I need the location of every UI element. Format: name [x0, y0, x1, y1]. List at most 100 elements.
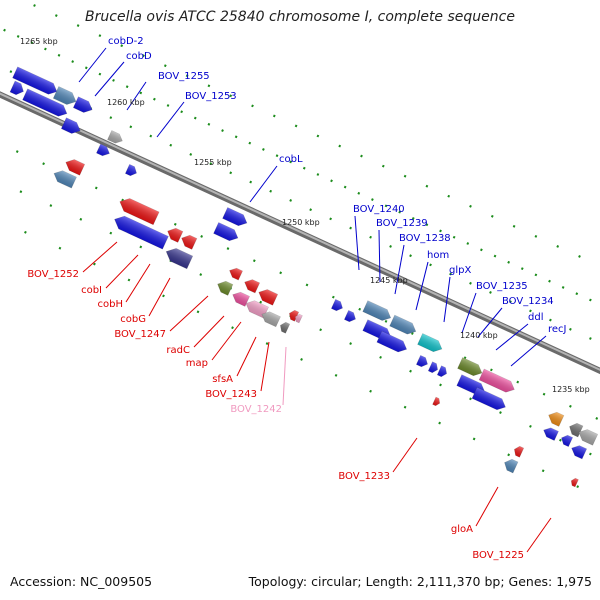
gene-label-bov-1233: BOV_1233: [338, 471, 390, 482]
gene-arrow-shade: [571, 445, 587, 459]
gene-arrow-shade: [569, 423, 583, 437]
scale-ticks: [0, 0, 600, 499]
gene-arrow-17: [222, 207, 248, 227]
kbp-label-4: 1250 kbp: [282, 218, 320, 227]
backbone-line: [0, 91, 600, 375]
gene-arrow-shade: [10, 81, 24, 95]
gene-arrow-shade: [12, 66, 57, 95]
gene-label-cobd: cobD: [126, 51, 152, 62]
gene-arrow-10: [65, 159, 86, 176]
gene-arrow-25: [261, 311, 281, 328]
kbp-label-3: 1255 kbp: [194, 158, 232, 167]
gene-arrow-13: [167, 227, 184, 243]
gene-arrow-2: [52, 86, 77, 105]
gene-arrow-16: [165, 248, 194, 270]
gene-label-bov-1242: BOV_1242: [230, 404, 282, 415]
gene-arrow-12: [119, 198, 160, 226]
gene-arrow-11: [53, 170, 77, 189]
gene-arrow-52: [570, 477, 579, 488]
gene-label-bov-1238: BOV_1238: [399, 233, 451, 244]
gene-arrow-shade: [344, 310, 356, 322]
gene-label-bov-1253: BOV_1253: [185, 91, 237, 102]
gene-arrow-shade: [514, 446, 524, 458]
gene-arrow-26: [280, 321, 291, 334]
gene-arrow-36: [427, 361, 438, 374]
leader-line-2: [94, 61, 125, 97]
gene-arrow-43: [432, 396, 441, 407]
kbp-label-1: 1265 kbp: [20, 37, 58, 46]
gene-arrow-shade: [22, 88, 67, 117]
topology-summary: Topology: circular; Length: 2,111,370 bp…: [248, 574, 592, 589]
gene-arrow-shade: [258, 289, 278, 306]
gene-arrow-50: [514, 445, 525, 458]
gene-arrow-shade: [504, 459, 518, 473]
gene-label-cobh: cobH: [98, 299, 123, 310]
gene-arrow-shade: [437, 365, 447, 377]
kbp-label-5: 1245 kbp: [370, 276, 408, 285]
kbp-label-6: 1240 kbp: [460, 331, 498, 340]
gene-label-bov-1255: BOV_1255: [158, 71, 210, 82]
gene-arrow-shade: [389, 315, 416, 335]
gene-label-bov-1239: BOV_1239: [376, 218, 428, 229]
gene-arrow-23: [232, 291, 250, 307]
gene-arrow-shade: [73, 96, 93, 113]
map-title: Brucella ovis ATCC 25840 chromosome I, c…: [85, 9, 515, 25]
gene-label-cobi: cobI: [81, 285, 102, 296]
gene-arrow-shade: [295, 314, 303, 323]
gene-arrow-shade: [428, 361, 438, 373]
gene-arrow-46: [569, 422, 584, 438]
gene-arrow-24: [245, 300, 269, 319]
gene-arrow-shade: [280, 322, 290, 334]
gene-label-cobl: cobL: [279, 154, 303, 165]
leader-line-22: [236, 336, 257, 377]
leader-line-7: [378, 229, 381, 283]
leader-line-13: [495, 323, 529, 351]
gene-arrow-47: [578, 429, 599, 446]
gene-arrow-shade: [417, 333, 442, 352]
gene-label-bov-1252: BOV_1252: [27, 269, 79, 280]
gene-arrow-8: [96, 143, 110, 157]
gene-arrow-shade: [167, 228, 183, 243]
gene-arrow-shade: [543, 427, 559, 441]
gene-arrow-32: [389, 314, 417, 335]
gene-arrow-shade: [54, 170, 77, 189]
gene-arrow-shade: [376, 331, 407, 352]
leader-line-8: [394, 244, 405, 295]
gene-arrow-39: [457, 357, 483, 377]
leader-line-16: [105, 254, 139, 289]
leader-line-15: [82, 241, 118, 273]
gene-label-bov-1234: BOV_1234: [502, 296, 554, 307]
kbp-label-7: 1235 kbp: [552, 385, 590, 394]
gene-label-bov-1225: BOV_1225: [472, 550, 524, 561]
gene-arrow-27: [289, 309, 300, 322]
gene-arrow-5: [22, 88, 68, 117]
backbone-highlight: [0, 92, 600, 371]
gene-arrow-shade: [125, 164, 137, 176]
gene-arrow-shade: [472, 387, 506, 410]
leader-line-10: [443, 276, 451, 323]
leader-line-5: [249, 165, 278, 203]
leader-line-27: [526, 517, 552, 553]
gene-arrow-shade: [416, 355, 428, 367]
leader-line-4: [156, 101, 185, 138]
gene-arrow-30: [343, 309, 356, 323]
gene-label-glpx: glpX: [449, 265, 471, 276]
gene-arrow-21: [258, 289, 279, 306]
leader-line-9: [415, 261, 429, 311]
gene-arrow-29: [330, 298, 343, 312]
leader-line-21: [211, 321, 242, 361]
leader-line-14: [510, 335, 547, 367]
kbp-label-2: 1260 kbp: [107, 98, 145, 107]
label-leader-lines: [78, 47, 552, 553]
gene-arrow-51: [504, 458, 519, 474]
gene-arrow-shade: [65, 159, 85, 176]
gene-arrow-shade: [181, 235, 197, 250]
gene-arrow-shade: [96, 143, 110, 156]
gene-arrow-shade: [289, 310, 299, 322]
gene-arrow-shade: [61, 117, 81, 134]
leader-line-17: [125, 263, 151, 303]
gene-arrow-shade: [53, 86, 76, 105]
leader-line-6: [354, 215, 360, 271]
